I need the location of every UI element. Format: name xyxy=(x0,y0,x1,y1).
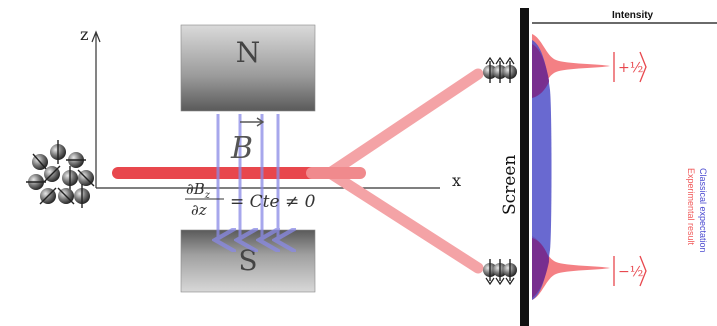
north-magnet: N xyxy=(180,24,316,112)
screen-bar xyxy=(520,8,529,326)
legend-experimental: Experimental result xyxy=(686,168,696,246)
atom-icon xyxy=(62,166,78,190)
atom-icon xyxy=(57,187,75,205)
gradient-numerator: ∂B xyxy=(186,180,205,198)
upper-split-beam xyxy=(324,68,484,179)
svg-text:∂Bz: ∂Bz xyxy=(186,180,211,201)
gradient-denominator: ∂z xyxy=(191,201,207,219)
magnetic-field-lines xyxy=(218,114,278,240)
atom-icon xyxy=(66,152,86,168)
atom-icon xyxy=(32,153,48,171)
lower-split-beam xyxy=(324,167,484,274)
legend-classical: Classical expectation xyxy=(698,168,708,253)
field-gradient-formula: ∂Bz ∂z = Cte ≠ 0 xyxy=(185,180,316,219)
classical-expectation-curve xyxy=(532,40,552,300)
experimental-lower-peak xyxy=(532,236,610,300)
lower-state-ket: −½ xyxy=(613,255,647,287)
atom-icon xyxy=(43,165,61,183)
screen-label: Screen xyxy=(500,155,520,215)
z-axis-label: z xyxy=(80,25,88,44)
b-vector-symbol: B xyxy=(230,131,253,166)
north-magnet-label: N xyxy=(236,36,261,69)
atom-beam xyxy=(112,68,484,274)
atom-icon xyxy=(74,184,90,208)
upper-spin-atoms xyxy=(483,56,517,83)
z-axis-arrowhead xyxy=(91,30,101,43)
x-axis-label: x xyxy=(452,171,461,190)
atom-icon xyxy=(39,187,57,205)
south-magnet-label: S xyxy=(238,244,257,277)
overlap-lower xyxy=(532,238,549,298)
atom-icon xyxy=(50,140,66,164)
axes: z x xyxy=(80,25,461,190)
detector-screen: Screen xyxy=(500,8,529,326)
upper-state-label: +½ xyxy=(618,60,643,76)
intensity-label: Intensity xyxy=(612,10,654,21)
field-vector-label: B xyxy=(230,117,265,166)
experimental-upper-peak xyxy=(532,34,610,98)
atom-source-cluster xyxy=(26,140,95,208)
overlap-upper xyxy=(532,44,549,98)
vector-arrow-over-b xyxy=(240,117,265,127)
legend: Classical expectation Experimental resul… xyxy=(686,168,708,253)
gradient-numerator-sub: z xyxy=(204,190,211,201)
atom-icon xyxy=(26,174,46,190)
intensity-plot: Intensity +½ −½ xyxy=(532,10,717,300)
lower-spin-atoms xyxy=(483,259,517,286)
upper-state-ket: +½ xyxy=(613,51,647,83)
lower-state-label: −½ xyxy=(618,264,643,280)
atom-icon xyxy=(77,169,95,187)
gradient-condition: = Cte ≠ 0 xyxy=(230,192,316,212)
south-magnet: S xyxy=(180,229,316,293)
